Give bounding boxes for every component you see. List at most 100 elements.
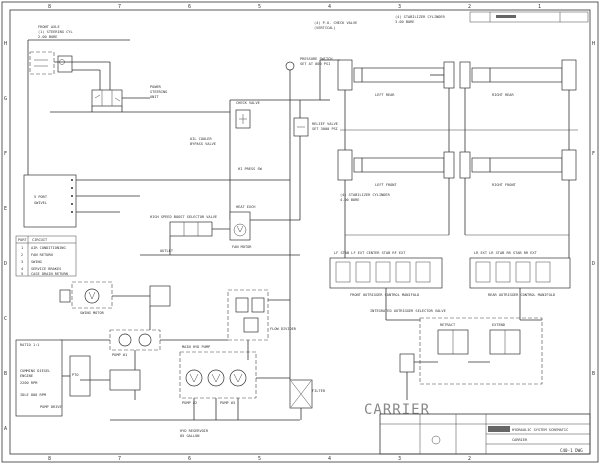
svg-text:PUMP DRIVE: PUMP DRIVE [40, 405, 62, 409]
col-6: 6 [188, 4, 191, 10]
svg-text:2200 RPM: 2200 RPM [20, 381, 38, 385]
svg-text:SET 3000 PSI: SET 3000 PSI [312, 127, 338, 131]
svg-text:4.00 BORE: 4.00 BORE [340, 198, 359, 202]
pump1-label: PUMP #1 [112, 353, 127, 357]
flow-divider: FLOW DIVIDER [227, 289, 297, 360]
front-circuit-lines [27, 39, 130, 175]
svg-text:5 PORT: 5 PORT [34, 195, 48, 199]
svg-text:ENGINE: ENGINE [20, 374, 33, 378]
row-c: C [4, 316, 7, 322]
front-manifold-label: FRONT OUTRIGGER CONTROL MANIFOLD [350, 293, 419, 297]
drawing-number: C40-1 DWG [560, 448, 583, 453]
row-f-right: F [592, 151, 595, 157]
outlet-label: OUTLET [160, 249, 174, 253]
col-4-bottom: 4 [328, 456, 331, 462]
legend-row-5-port: 5 [21, 272, 23, 276]
legend-row-1-port: 1 [21, 246, 23, 250]
cylinder-lines [320, 59, 578, 258]
svg-text:HYD RESERVOIR: HYD RESERVOIR [180, 429, 209, 433]
svg-text:CUMMINS DIESEL: CUMMINS DIESEL [20, 369, 50, 373]
svg-text:BYPASS VALVE: BYPASS VALVE [190, 142, 216, 146]
cylinder-right-rear: RIGHT REAR [459, 59, 577, 97]
projection-symbol [431, 435, 441, 445]
legend-circuit-header: CIRCUIT [32, 238, 48, 242]
retract-label: RETRACT [440, 323, 456, 327]
col-8: 8 [48, 4, 51, 10]
svg-text:UNIT: UNIT [150, 95, 159, 99]
cylinder-left-rear: LEFT REAR (4) P.O. CHECK VALVE (VERTICAL… [314, 15, 455, 97]
svg-text:SET AT 800 PSI: SET AT 800 PSI [300, 62, 330, 66]
left-front-label: LEFT FRONT [375, 183, 397, 187]
swivel: 5 PORT SWIVEL [23, 174, 210, 228]
return-filter: FILTER [289, 320, 326, 420]
left-rear-label: LEFT REAR [375, 93, 395, 97]
front-axle-assembly: FRONT AXLE (1) STEERING CYL 2.00 BORE [29, 25, 73, 75]
svg-text:HEAT EXCH: HEAT EXCH [236, 205, 255, 209]
col-8-bottom: 8 [48, 456, 51, 462]
high-speed-label: HIGH SPEED BOOST SELECTOR VALVE [150, 215, 217, 219]
high-speed-selector-valve: HIGH SPEED BOOST SELECTOR VALVE OUTLET [140, 215, 300, 256]
legend-row-4-port: 4 [21, 267, 23, 271]
sheet-subtitle: CARRIER [512, 438, 528, 442]
svg-text:CHECK VALVE: CHECK VALVE [236, 101, 260, 105]
col-6-bottom: 6 [188, 456, 191, 462]
legend-row-4-circuit: SERVICE BRAKES [31, 267, 61, 271]
row-h: H [4, 41, 7, 47]
svg-text:2.00 BORE: 2.00 BORE [38, 35, 57, 39]
row-b-right: B [592, 371, 595, 377]
legend-row-2-port: 2 [21, 253, 23, 257]
engine-pump-block: RATIO 1:1 CUMMINS DIESEL ENGINE 2200 RPM… [15, 339, 91, 417]
drawing-frame [9, 9, 591, 455]
svg-text:(VERTICAL): (VERTICAL) [314, 26, 336, 30]
col-5-bottom: 5 [258, 456, 261, 462]
row-e: E [4, 206, 7, 212]
row-d: D [4, 261, 7, 267]
col-1: 1 [538, 4, 541, 10]
svg-text:3.00 BORE: 3.00 BORE [395, 20, 414, 24]
rear-manifold-label: REAR OUTRIGGER CONTROL MANIFOLD [488, 293, 555, 297]
pump2-label: PUMP #2 [182, 401, 197, 405]
row-h-right: H [592, 41, 595, 47]
svg-text:IDLE 800 RPM: IDLE 800 RPM [20, 393, 47, 397]
front-outrigger-manifold: LF STAB LF EXT CENTER STAB RF EXT FRONT … [329, 234, 449, 320]
col-2-bottom: 2 [468, 456, 471, 462]
swivel-label: SWIVEL [34, 201, 47, 205]
legend-row-3-circuit: SWING [31, 260, 42, 264]
legend-row-1-circuit: AIR CONDITIONING [31, 246, 66, 250]
swing-motor-assembly: SWING MOTOR [59, 281, 171, 330]
rear-outrigger-manifold: LR EXT LR STAB RR STAB RR EXT REAR OUTRI… [465, 234, 571, 320]
right-rear-label: RIGHT REAR [492, 93, 514, 97]
svg-text:(4) STABILIZER CYLINDER: (4) STABILIZER CYLINDER [395, 15, 446, 19]
svg-text:RATIO 1:1: RATIO 1:1 [20, 343, 39, 347]
row-g: G [4, 96, 7, 102]
company-logo [488, 426, 510, 432]
col-3: 3 [398, 4, 401, 10]
revision-block [469, 11, 589, 23]
pressure-switch-label: PRESSURE SWITCH [300, 57, 332, 61]
svg-text:MAIN HYD PUMP: MAIN HYD PUMP [182, 345, 210, 349]
svg-text:(4) P.O. CHECK VALVE: (4) P.O. CHECK VALVE [314, 21, 357, 25]
svg-text:STEERING: STEERING [150, 90, 167, 94]
col-3-bottom: 3 [398, 456, 401, 462]
svg-text:FILTER: FILTER [312, 389, 326, 393]
legend-port-header: PORT [18, 238, 27, 242]
front-axle-label: FRONT AXLE [38, 25, 60, 29]
flow-divider-label: FLOW DIVIDER [270, 327, 297, 331]
title-block: HYDRAULIC SYSTEM SCHEMATIC CARRIER C40-1… [379, 413, 591, 455]
sheet-title: HYDRAULIC SYSTEM SCHEMATIC [512, 428, 568, 432]
col-4: 4 [328, 4, 331, 10]
relief-valve-label: RELIEF VALVE [312, 122, 338, 126]
svg-text:PTO: PTO [72, 373, 79, 377]
svg-text:SWING MOTOR: SWING MOTOR [80, 311, 105, 315]
cylinder-left-front: LEFT FRONT (4) STABILIZER CYLINDER 4.00 … [337, 149, 455, 202]
row-a: A [4, 426, 7, 432]
svg-text:(4) STABILIZER CYLINDER: (4) STABILIZER CYLINDER [340, 193, 391, 197]
legend-row-3-port: 3 [21, 260, 23, 264]
cylinder-right-front: RIGHT FRONT [459, 149, 577, 187]
legend-row-2-circuit: FAN RETURN [31, 253, 53, 257]
col-2: 2 [468, 4, 471, 10]
svg-text:LF STAB LF EXT CENTER STAB: LF STAB LF EXT CENTER STAB RF EXT [334, 251, 406, 255]
oil-cooler-label: OIL COOLER [190, 137, 212, 141]
